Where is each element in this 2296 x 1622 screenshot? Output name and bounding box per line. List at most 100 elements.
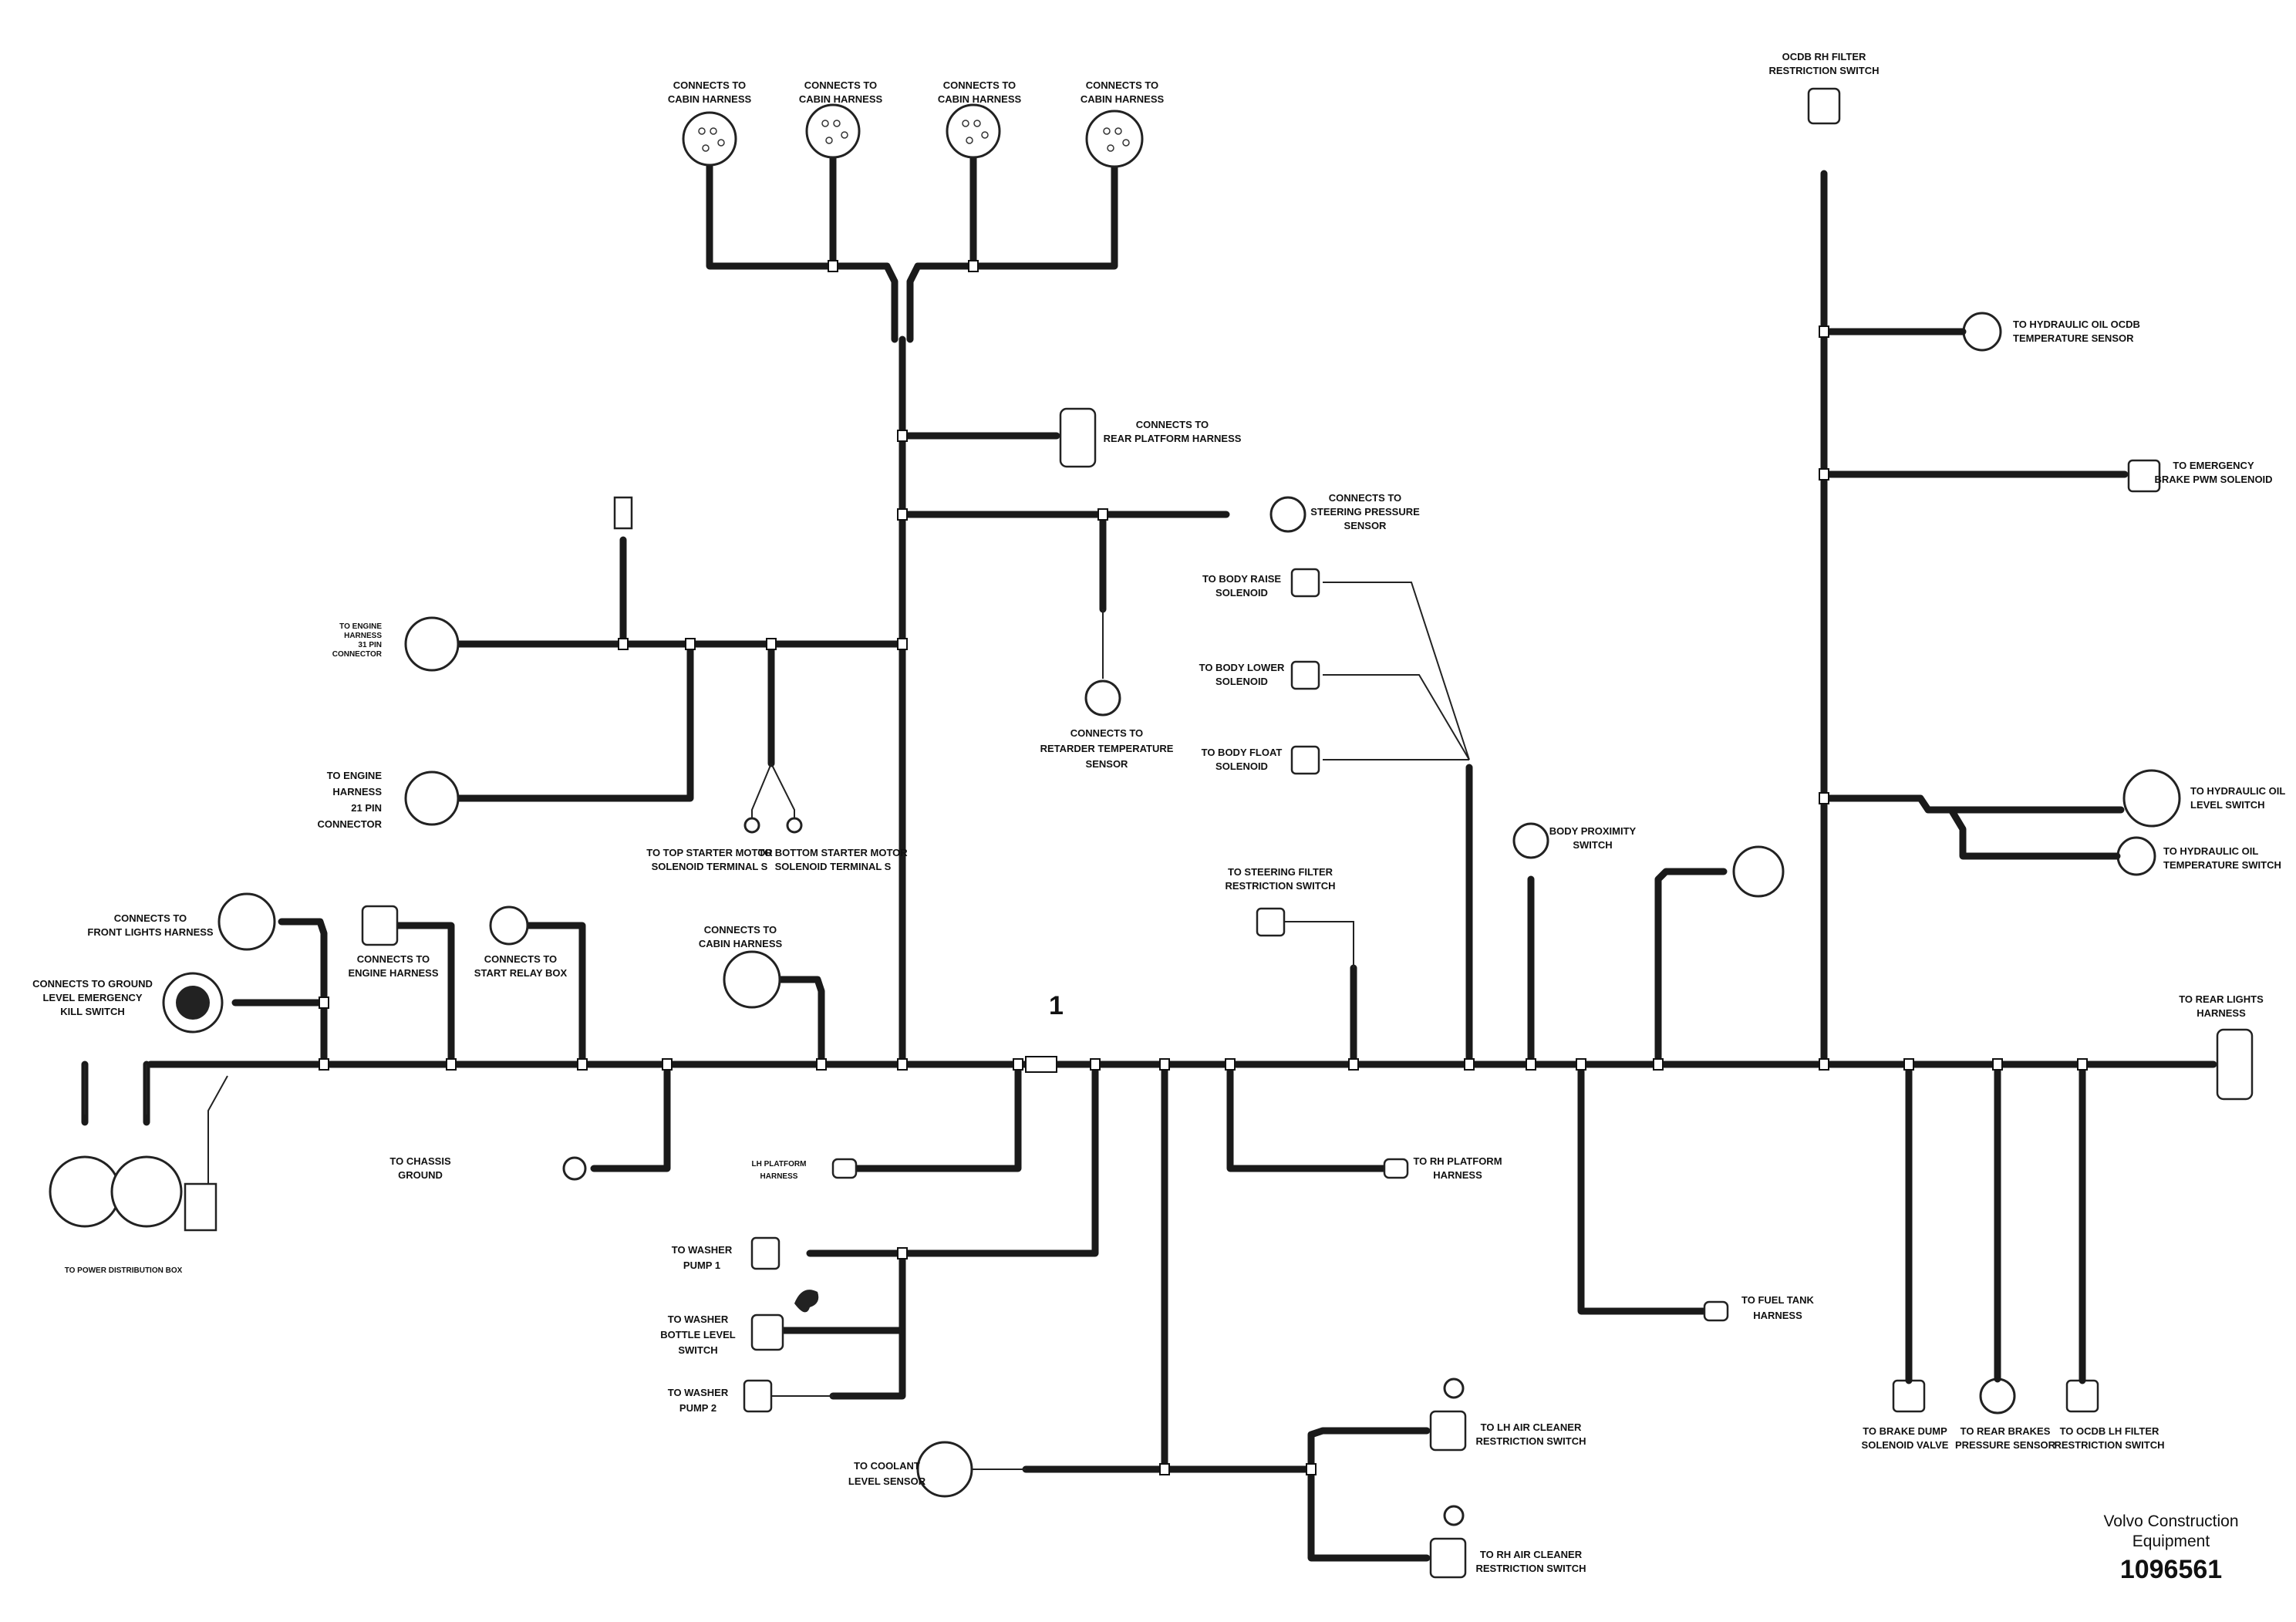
coolant-label-1: TO COOLANT: [854, 1460, 920, 1472]
washer-pump2-icon: [743, 1379, 773, 1413]
aux-connector-wire: [1654, 868, 1728, 1068]
rear-brakes-label-1: TO REAR BRAKES: [1961, 1425, 2051, 1437]
rh-platform-label-1: TO RH PLATFORM: [1413, 1155, 1502, 1167]
body-float-solenoid-icon: [1290, 745, 1320, 775]
washer-pump1-icon: [750, 1236, 781, 1270]
steering-filter-switch-icon: [1256, 907, 1286, 937]
aux-round-connector-icon: [1732, 845, 1785, 898]
retarder-label-1: CONNECTS TO: [1070, 727, 1143, 739]
rear-brakes-sensor-icon: [1979, 1378, 2016, 1415]
washer-level-label-3: SWITCH: [678, 1344, 717, 1356]
cabin-connector-4-icon: [1085, 110, 1144, 168]
steering-pressure-label-2: STEERING PRESSURE: [1310, 506, 1420, 518]
steering-pressure-label-1: CONNECTS TO: [1329, 492, 1401, 504]
lh-air-cleaner-label-1: TO LH AIR CLEANER: [1481, 1421, 1582, 1433]
kill-switch-label-3: KILL SWITCH: [60, 1006, 125, 1017]
hyd-oil-level-label-1: TO HYDRAULIC OIL: [2190, 785, 2285, 797]
rh-air-cleaner-label-1: TO RH AIR CLEANER: [1480, 1549, 1583, 1560]
rear-platform-label-2: REAR PLATFORM HARNESS: [1104, 433, 1242, 444]
retarder-temp-sensor-icon: [1084, 679, 1121, 717]
cabin4-label-2: CABIN HARNESS: [1081, 93, 1165, 105]
cabin4-label-1: CONNECTS TO: [1086, 79, 1158, 91]
hyd-oil-temp-switch-icon: [2116, 836, 2156, 876]
chassis-ground-terminal-icon: [562, 1156, 587, 1181]
cabin-connector-3-icon: [946, 103, 1001, 159]
washer-level-switch-icon: [750, 1313, 784, 1351]
ocdb-rh-label-1: OCDB RH FILTER: [1782, 51, 1866, 62]
leader-lines: [84, 582, 1470, 1470]
washer-pump1-label-1: TO WASHER: [672, 1244, 733, 1256]
lh-air-cleaner-switch-icon: [1429, 1410, 1467, 1452]
start-relay-label-1: CONNECTS TO: [484, 953, 557, 965]
junction-nodes: [319, 260, 2088, 1475]
cabin3-label-2: CABIN HARNESS: [938, 93, 1022, 105]
front-lights-label-1: CONNECTS TO: [114, 912, 187, 924]
chassis-ground-label-1: TO CHASSIS: [389, 1155, 451, 1167]
steering-filter-label-1: TO STEERING FILTER: [1228, 866, 1333, 878]
engine21-label-1: TO ENGINE: [327, 770, 383, 781]
engine31-label-3: 31 PIN: [358, 641, 382, 649]
lh-air-cleaner-label-2: RESTRICTION SWITCH: [1476, 1435, 1586, 1447]
steering-filter-leader: [1280, 921, 1354, 968]
footer-brand: Volvo Construction Equipment: [2082, 1512, 2260, 1552]
cabin5-connector-icon: [723, 950, 781, 1009]
body-raise-label-2: SOLENOID: [1215, 587, 1268, 599]
hyd-oil-wire: [1820, 794, 2125, 814]
cabin1-label-1: CONNECTS TO: [673, 79, 746, 91]
labels: CONNECTS TO CABIN HARNESS CONNECTS TO CABI…: [32, 51, 2285, 1574]
lh-platform-plug-icon: [831, 1158, 858, 1179]
rear-brakes-label-2: PRESSURE SENSOR: [1955, 1439, 2056, 1451]
power-dist-label: TO POWER DISTRIBUTION BOX: [65, 1266, 183, 1275]
coolant-level-sensor-icon: [916, 1441, 973, 1498]
washer-level-label-2: BOTTLE LEVEL: [660, 1329, 736, 1340]
item-number-callout: 1: [1049, 991, 1064, 1020]
brand-line-2: Equipment: [2132, 1533, 2210, 1550]
engine31-label-1: TO ENGINE: [339, 622, 382, 631]
power-dist-connector-2-icon: [110, 1155, 183, 1228]
rh-air-cleaner-label-2: RESTRICTION SWITCH: [1476, 1563, 1586, 1574]
hyd-oil-ocdb-temp-sensor-icon: [1962, 312, 2002, 352]
air-cleaner-trunk: [1161, 1427, 1431, 1473]
body-lower-label-1: TO BODY LOWER: [1199, 662, 1285, 673]
rh-platform-plug-icon: [1383, 1158, 1409, 1179]
body-proximity-label-2: SWITCH: [1573, 839, 1612, 851]
engine-sensor-icon: [613, 496, 633, 530]
kill-switch-label-1: CONNECTS TO GROUND: [32, 978, 153, 990]
cabin5-label-2: CABIN HARNESS: [699, 938, 783, 949]
fuel-tank-wire: [1577, 1061, 1708, 1315]
body-lower-label-2: SOLENOID: [1215, 676, 1268, 687]
cabin5-label-1: CONNECTS TO: [704, 924, 777, 936]
front-lights-label-2: FRONT LIGHTS HARNESS: [87, 926, 214, 938]
brake-dump-valve-icon: [1892, 1379, 1926, 1413]
emergency-brake-label-1: TO EMERGENCY: [2173, 460, 2254, 471]
bottom-starter-terminal-icon: [786, 817, 803, 834]
hyd-ocdb-temp-label-1: TO HYDRAULIC OIL OCDB: [2013, 319, 2140, 330]
rear-platform-connector-icon: [1059, 407, 1097, 468]
front-lights-wire: [278, 918, 328, 1068]
hyd-oil-level-label-2: LEVEL SWITCH: [2190, 799, 2265, 811]
body-float-label-2: SOLENOID: [1215, 760, 1268, 772]
steering-pressure-label-3: SENSOR: [1344, 520, 1387, 531]
